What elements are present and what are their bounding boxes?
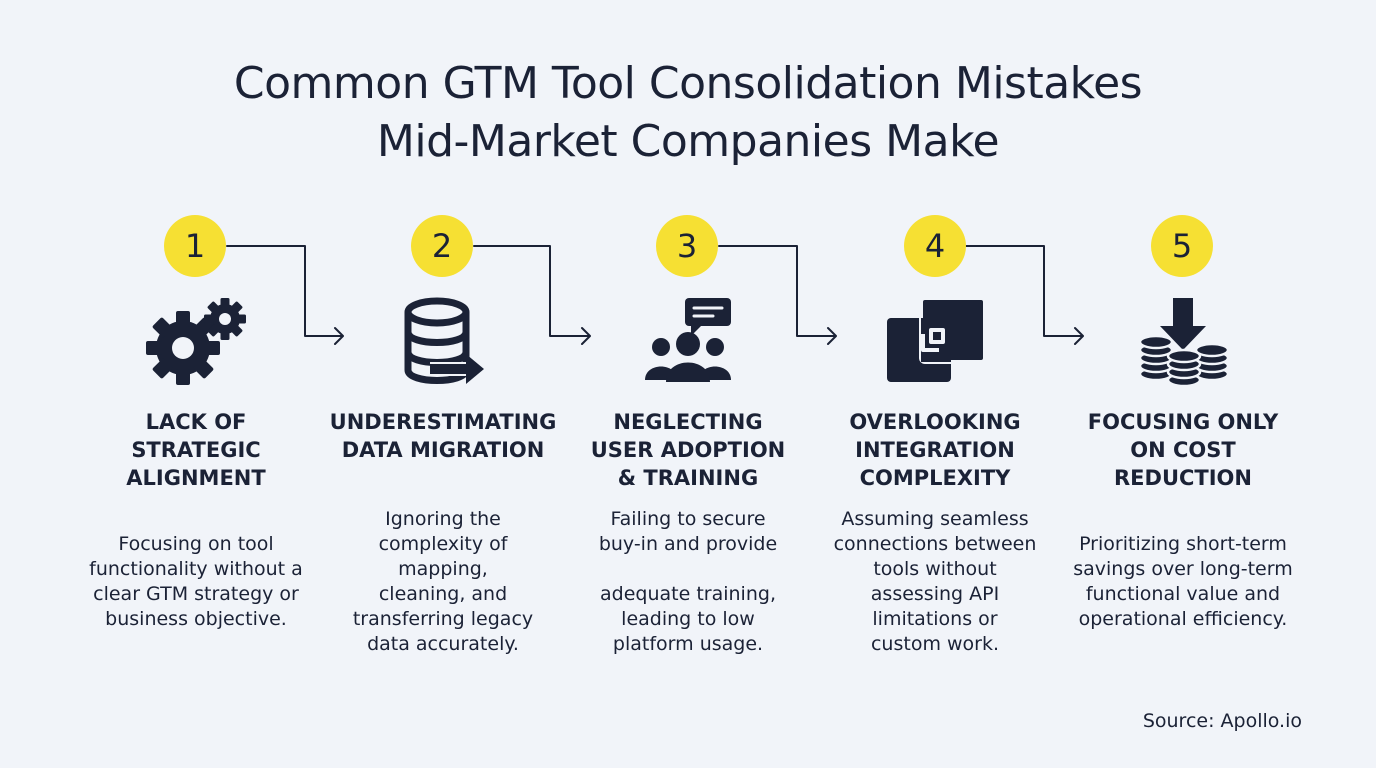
step-4-desc-line: Assuming seamless — [841, 508, 1029, 530]
step-2-desc-line: cleaning, and — [378, 583, 508, 605]
step-2-number-badge: 2 — [411, 215, 473, 277]
step-4-desc-line: custom work. — [870, 633, 1000, 655]
step-3-desc-line — [578, 557, 798, 582]
step-1-desc-line: clear GTM strategy or — [93, 583, 299, 605]
database-transfer-icon — [404, 297, 484, 384]
connector-arrow-3 — [718, 245, 837, 345]
step-2-desc-line: data accurately. — [367, 633, 519, 655]
step-4-number-badge: 4 — [904, 215, 966, 277]
step-5-description: Prioritizing short-term savings over lon… — [1073, 532, 1293, 632]
step-3-desc-line: leading to low — [621, 608, 755, 630]
step-4-description: Assuming seamless connections between to… — [825, 507, 1045, 657]
step-4-desc-line: assessing API — [870, 583, 1000, 605]
step-5-desc-line: Prioritizing short-term — [1079, 533, 1287, 555]
step-2-desc-line: complexity of — [378, 533, 508, 555]
step-3-desc-line: Failing to secure — [610, 508, 766, 530]
connector-arrow-4 — [965, 245, 1084, 345]
step-3-desc-line: adequate training, — [600, 583, 776, 605]
team-chat-icon — [645, 298, 731, 382]
step-3-description: Failing to secure buy-in and provide ade… — [578, 507, 798, 657]
step-1-title-line: ALIGNMENT — [126, 466, 266, 490]
step-1-number-badge: 1 — [164, 215, 226, 277]
step-5-number-badge: 5 — [1151, 215, 1213, 277]
step-3-title-line: NEGLECTING — [613, 410, 763, 434]
step-1-description: Focusing on tool functionality without a… — [86, 532, 306, 632]
step-5-title: FOCUSING ONLY ON COST REDUCTION — [1063, 408, 1303, 492]
step-5-title-line: ON COST — [1130, 438, 1236, 462]
step-2-desc-line: Ignoring the — [385, 508, 501, 530]
step-3-title: NEGLECTING USER ADOPTION & TRAINING — [568, 408, 808, 492]
step-4-title-line: OVERLOOKING — [849, 410, 1021, 434]
coins-down-icon — [1138, 298, 1230, 388]
step-5-title-line: REDUCTION — [1114, 466, 1252, 490]
page-title: Common GTM Tool Consolidation Mistakes M… — [0, 55, 1376, 171]
step-2-title-line: DATA MIGRATION — [341, 438, 545, 462]
step-3-title-line: & TRAINING — [617, 466, 759, 490]
title-line-2: Mid-Market Companies Make — [376, 116, 1000, 167]
step-3-title-line: USER ADOPTION — [590, 438, 786, 462]
step-1-title: LACK OF STRATEGIC ALIGNMENT — [76, 408, 316, 492]
title-line-1: Common GTM Tool Consolidation Mistakes — [233, 58, 1143, 109]
integration-link-icon — [887, 296, 987, 382]
step-2-desc-line: transferring legacy — [352, 608, 534, 630]
step-4-desc-line: tools without — [873, 558, 997, 580]
step-2-desc-line: mapping, — [398, 558, 488, 580]
connector-arrow-1 — [226, 245, 344, 345]
step-1-desc-line: Focusing on tool — [118, 533, 274, 555]
step-1-title-line: STRATEGIC — [131, 438, 261, 462]
step-5-desc-line: savings over long-term — [1073, 558, 1293, 580]
step-2-title: UNDERESTIMATING DATA MIGRATION — [323, 408, 563, 464]
step-4-title-line: INTEGRATION — [855, 438, 1015, 462]
step-3-number-badge: 3 — [656, 215, 718, 277]
step-4-desc-line: connections between — [833, 533, 1037, 555]
step-2-description: Ignoring the complexity of mapping, clea… — [333, 507, 553, 657]
step-5-desc-line: operational efficiency. — [1078, 608, 1288, 630]
step-3-desc-line: buy-in and provide — [598, 533, 778, 555]
step-4-title-line: COMPLEXITY — [859, 466, 1011, 490]
connector-arrow-2 — [473, 245, 591, 345]
step-1-desc-line: business objective. — [105, 608, 287, 630]
gears-icon — [146, 298, 246, 385]
step-4-title: OVERLOOKING INTEGRATION COMPLEXITY — [815, 408, 1055, 492]
step-1-desc-line: functionality without a — [89, 558, 303, 580]
step-1-title-line: LACK OF — [145, 410, 247, 434]
source-credit: Source: Apollo.io — [1142, 710, 1302, 732]
step-2-title-line: UNDERESTIMATING — [329, 410, 557, 434]
step-3-desc-line: platform usage. — [612, 633, 764, 655]
step-5-desc-line: functional value and — [1085, 583, 1281, 605]
step-4-desc-line: limitations or — [872, 608, 998, 630]
step-5-title-line: FOCUSING ONLY — [1087, 410, 1279, 434]
